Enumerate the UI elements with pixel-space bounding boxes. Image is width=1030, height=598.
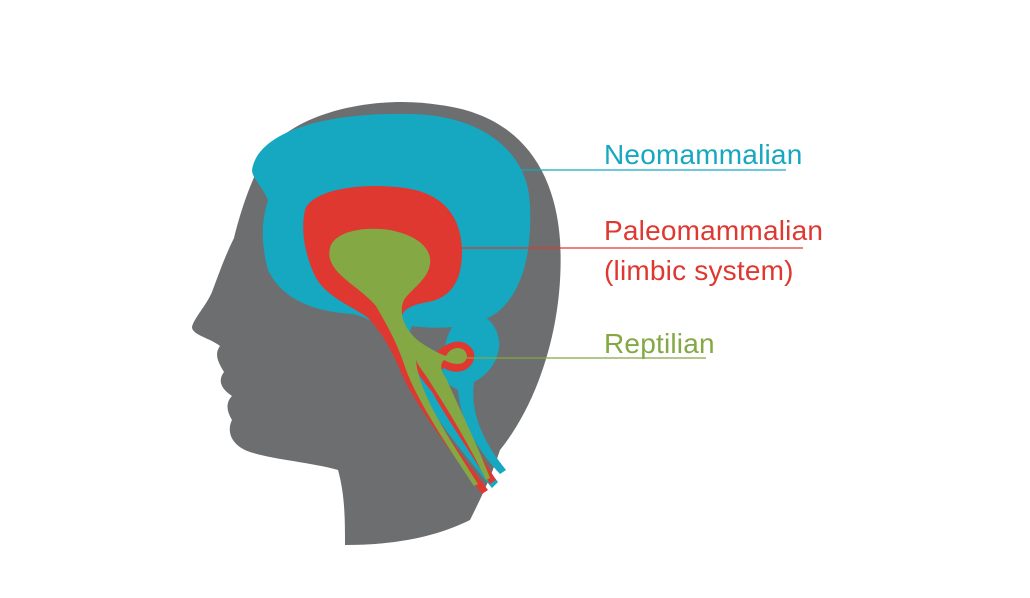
paleomammalian-sublabel: (limbic system)	[604, 255, 794, 286]
paleomammalian-label: Paleomammalian	[604, 215, 824, 246]
reptilian-label: Reptilian	[604, 328, 715, 359]
neomammalian-label: Neomammalian	[604, 139, 803, 170]
reptilian-region	[329, 228, 490, 487]
